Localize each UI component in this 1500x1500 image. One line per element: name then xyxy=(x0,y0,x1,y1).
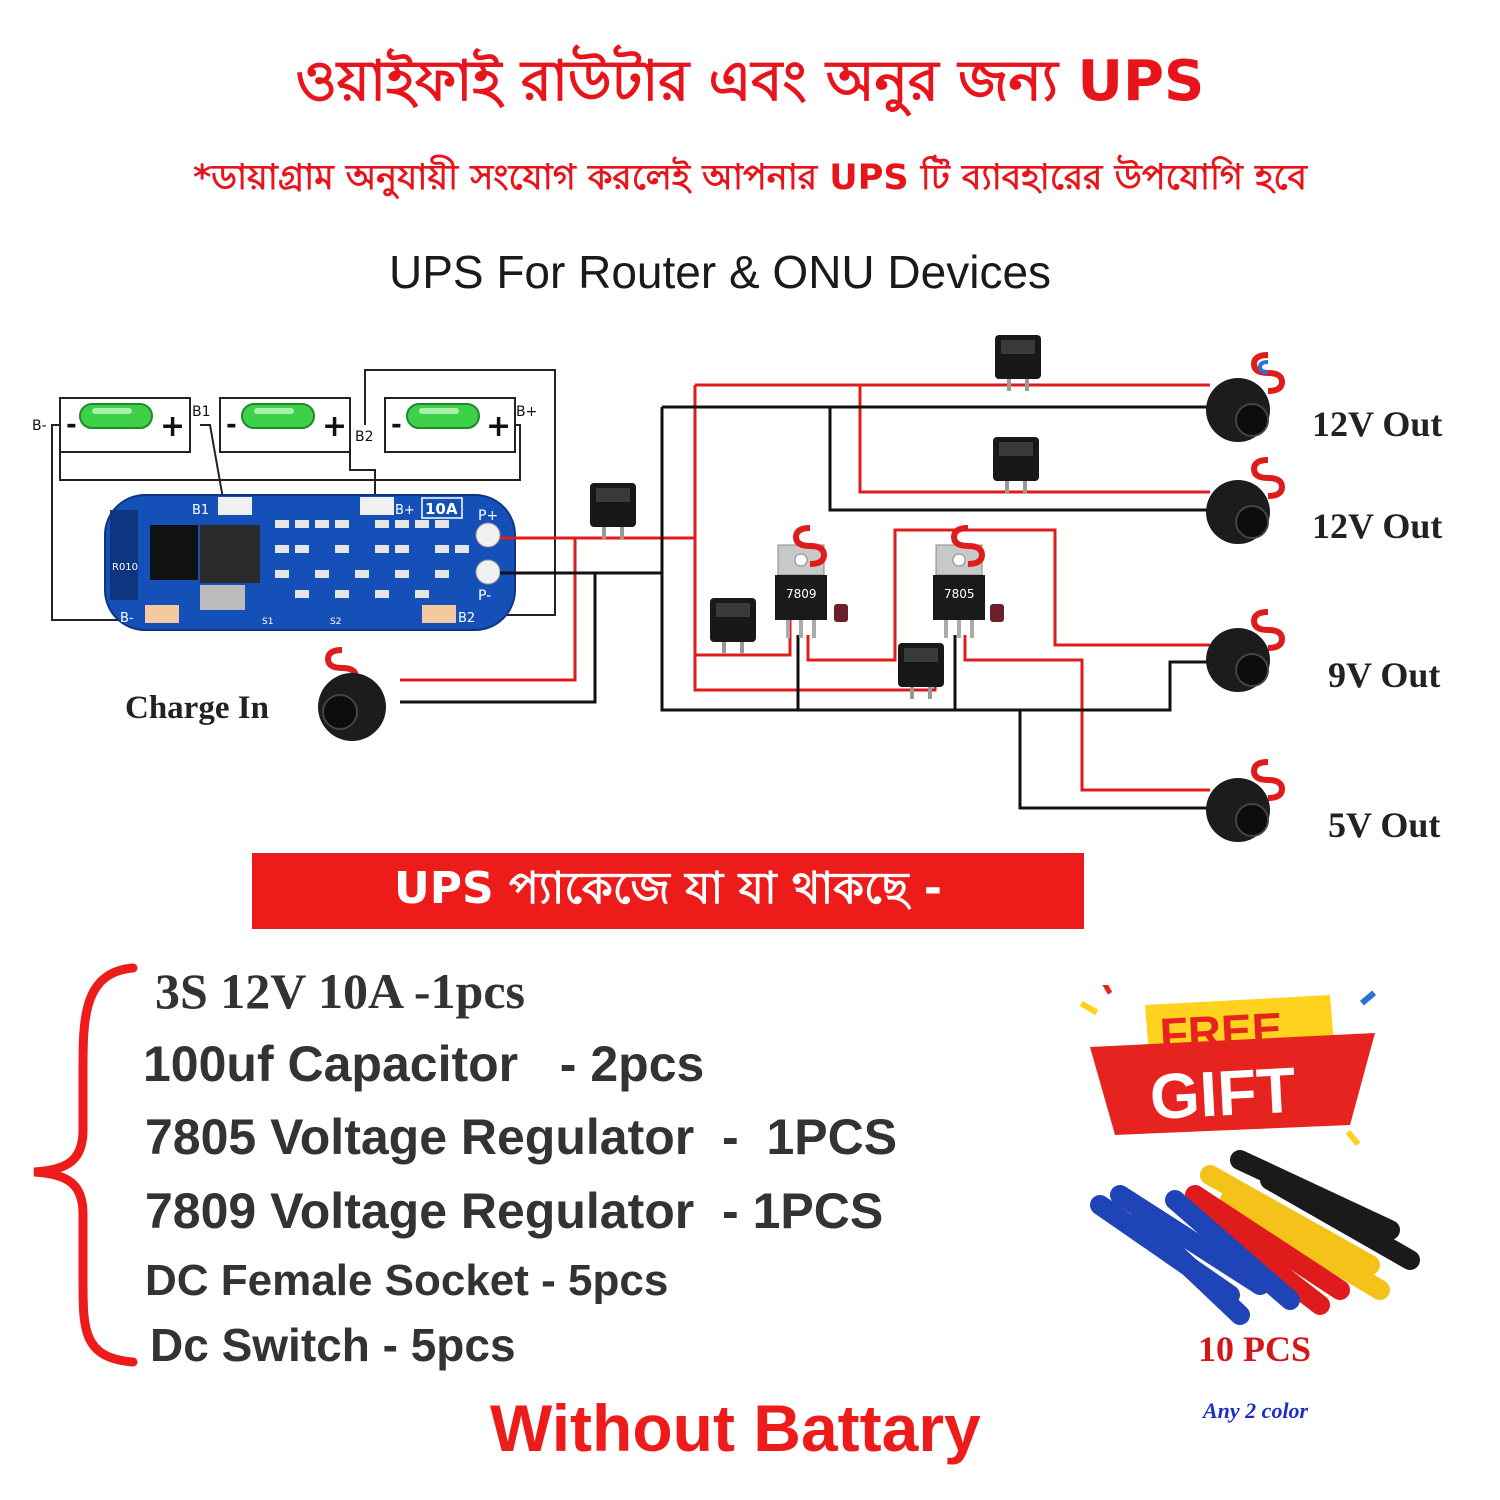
regulator-7805: 7805 xyxy=(933,544,985,638)
negative-wires xyxy=(400,405,1210,810)
label-b1: B1 xyxy=(192,404,211,420)
brand-logo-icon xyxy=(1250,759,1286,801)
charge-in-label: Charge In xyxy=(125,690,269,726)
package-item: 7809 Voltage Regulator - 1PCS xyxy=(145,1183,884,1239)
label-b2: B2 xyxy=(355,429,374,445)
dc-switch xyxy=(590,483,636,539)
gift-label: GIFT xyxy=(1148,1054,1297,1134)
diagram-title: UPS For Router & ONU Devices xyxy=(388,246,1052,298)
board-label-s2: S2 xyxy=(330,617,341,627)
dc-switch xyxy=(898,643,944,699)
regulator-label: 7809 xyxy=(786,587,817,601)
battery-cell-1 xyxy=(79,403,153,429)
output-label: 12V Out xyxy=(1312,404,1442,444)
brand-logo-icon xyxy=(792,525,828,567)
svg-text:-: - xyxy=(66,410,77,440)
page-subtitle: *ডায়াগ্রাম অনুযায়ী সংযোগ করলেই আপনার U… xyxy=(192,158,1308,198)
board-label-s1: S1 xyxy=(262,617,273,627)
bms-board: B1 B+ B- B2 S1 S2 P+ P- R010 10A xyxy=(104,494,516,631)
without-battery-note: Without Battary xyxy=(490,1391,981,1465)
confetti-icon xyxy=(1079,985,1377,1147)
board-label-b2: B2 xyxy=(458,611,475,626)
brand-logo-icon xyxy=(950,525,986,567)
svg-text:-: - xyxy=(226,410,237,440)
board-label-b-minus: B- xyxy=(120,611,134,626)
board-label-b-plus: B+ xyxy=(395,503,415,518)
dc-switch xyxy=(710,598,756,654)
board-label-b1: B1 xyxy=(192,503,209,518)
package-item: Dc Switch - 5pcs xyxy=(150,1319,516,1371)
brand-logo-icon xyxy=(1250,457,1286,499)
capacitor xyxy=(990,604,1004,622)
dc-socket-5v xyxy=(1206,778,1270,842)
board-rating: 10A xyxy=(425,500,458,518)
board-label-p-minus: P- xyxy=(478,588,491,604)
free-gift-badge: FREE GIFT xyxy=(1079,985,1377,1147)
gift-count: 10 PCS xyxy=(1198,1329,1312,1369)
ups-wiring-diagram: - + - + - + B- B1 B2 B+ xyxy=(32,335,1442,845)
dc-socket-9v xyxy=(1206,628,1270,692)
board-label-r010: R010 xyxy=(112,562,138,573)
board-label-p-plus: P+ xyxy=(478,508,498,524)
output-label: 5V Out xyxy=(1328,805,1440,845)
curly-brace xyxy=(33,963,138,1367)
free-label: FREE xyxy=(1159,1002,1284,1060)
dc-socket-12v-b xyxy=(1206,480,1270,544)
package-banner: UPS প্যাকেজে যা যা থাকছে - xyxy=(252,853,1084,929)
label-b-minus: B- xyxy=(32,418,47,434)
svg-text:+: + xyxy=(160,409,185,444)
gift-note: Any 2 color xyxy=(1203,1398,1309,1423)
dc-switch xyxy=(995,335,1041,391)
regulator-label: 7805 xyxy=(944,587,975,601)
dc-socket-12v-a xyxy=(1206,378,1270,442)
package-item: 3S 12V 10A -1pcs xyxy=(155,963,525,1019)
package-item: 100uf Capacitor - 2pcs xyxy=(143,1036,705,1092)
heat-shrink-tubes-icon xyxy=(1090,1150,1420,1325)
output-label: 9V Out xyxy=(1328,655,1440,695)
battery-cell-2 xyxy=(241,403,315,429)
brand-logo-icon xyxy=(1250,352,1286,394)
brand-logo-icon xyxy=(1250,609,1286,651)
battery-pack: - + - + - + B- B1 B2 B+ xyxy=(32,397,537,453)
svg-text:-: - xyxy=(391,410,402,440)
label-b-plus: B+ xyxy=(516,404,537,420)
regulator-7809: 7809 xyxy=(775,544,827,638)
package-item: 7805 Voltage Regulator - 1PCS xyxy=(145,1109,898,1165)
page-title: ওয়াইফাই রাউটার এবং অনুর জন্য UPS xyxy=(295,49,1205,114)
package-item: DC Female Socket - 5pcs xyxy=(145,1256,669,1305)
dc-switch xyxy=(993,437,1039,493)
svg-text:+: + xyxy=(486,409,511,444)
battery-cell-3 xyxy=(406,403,480,429)
output-label: 12V Out xyxy=(1312,506,1442,546)
svg-text:+: + xyxy=(322,409,347,444)
capacitor xyxy=(834,604,848,622)
dc-socket-charge-in xyxy=(318,673,386,741)
